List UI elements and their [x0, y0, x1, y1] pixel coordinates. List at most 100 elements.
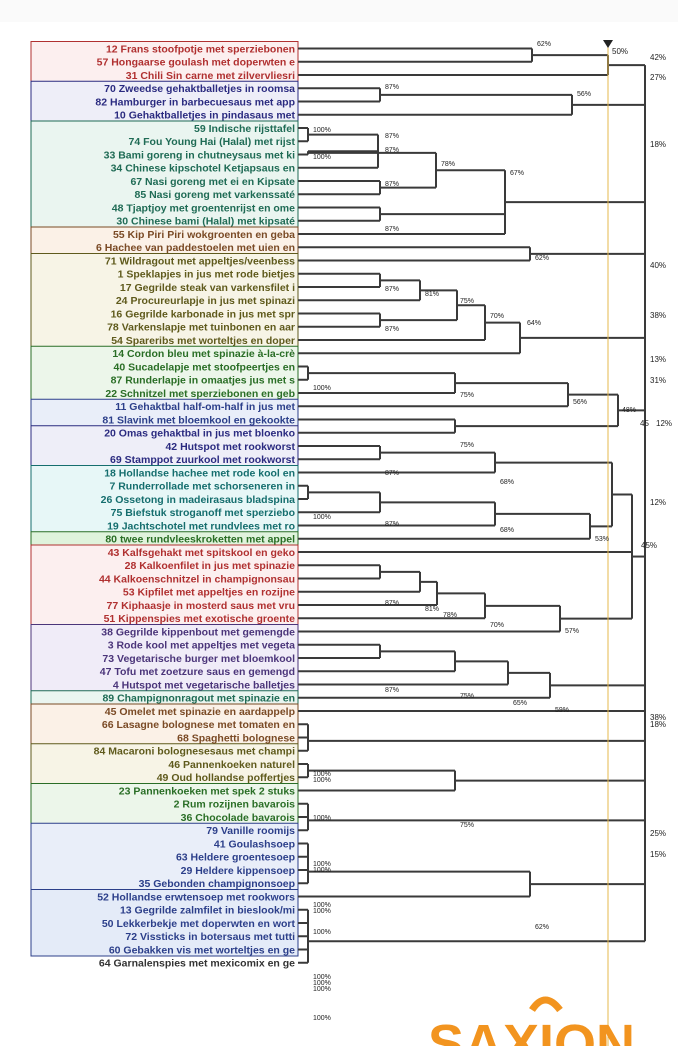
- leaf-label[interactable]: 71 Wildragout met appeltjes/veenbess: [105, 255, 295, 267]
- merge-percent-label: 75%: [460, 822, 474, 829]
- merge-percent-label: 87%: [385, 600, 399, 607]
- leaf-label[interactable]: 40 Sucadelapje met stoofpeertjes en: [114, 361, 295, 373]
- leaf-label[interactable]: 77 Kiphaasje in mosterd saus met vru: [107, 600, 296, 612]
- leaf-label[interactable]: 33 Bami goreng in chutneysaus met ki: [104, 149, 295, 161]
- merge-percent-label: 100%: [313, 861, 331, 868]
- cluster-box-g-navy2: [30, 425, 299, 467]
- leaf-label[interactable]: 11 Gehaktbal half-om-half in jus met: [115, 401, 295, 413]
- cluster-percent-label: 31%: [650, 376, 666, 385]
- cluster-box-g-olive1: [30, 253, 299, 347]
- leaf-label[interactable]: 35 Gebonden champignonsoep: [139, 878, 295, 890]
- cluster-percent-label: 45%: [641, 541, 657, 550]
- leaf-label[interactable]: 29 Heldere kippensoep: [181, 865, 295, 877]
- leaf-label[interactable]: 14 Cordon bleu met spinazie à-la-crè: [112, 348, 295, 360]
- leaf-label[interactable]: 80 twee rundvleeskroketten met appel: [105, 534, 295, 546]
- leaf-label[interactable]: 72 Vissticks in botersaus met tutti: [125, 931, 295, 943]
- leaf-label[interactable]: 52 Hollandse erwtensoep met rookwors: [97, 891, 295, 903]
- leaf-label[interactable]: 23 Pannenkoeken met spek 2 stuks: [119, 785, 295, 797]
- leaf-label[interactable]: 42 Hutspot met rookworst: [165, 441, 295, 453]
- cluster-percent-label: 18%: [650, 720, 666, 729]
- leaf-label[interactable]: 79 Vanille roomijs: [206, 825, 295, 837]
- leaf-label[interactable]: 46 Pannenkoeken naturel: [168, 759, 295, 771]
- merge-percent-label: 62%: [535, 924, 549, 931]
- leaf-label[interactable]: 1 Speklapjes in jus met rode bietjes: [118, 269, 296, 281]
- merge-percent-label: 75%: [460, 298, 474, 305]
- leaf-label[interactable]: 20 Omas gehaktbal in jus met bloenko: [104, 428, 295, 440]
- leaf-label[interactable]: 89 Champignonragout met spinazie en: [102, 693, 295, 705]
- merge-percent-label: 100%: [313, 385, 331, 392]
- leaf-label[interactable]: 17 Gegrilde steak van varkensfilet i: [120, 282, 295, 294]
- leaf-label[interactable]: 81 Slavink met bloemkool en gekookte: [102, 414, 295, 426]
- leaf-label[interactable]: 50 Lekkerbekje met doperwten en wort: [102, 918, 296, 930]
- leaf-label[interactable]: 70 Zweedse gehaktballetjes in roomsa: [104, 83, 295, 95]
- leaf-label[interactable]: 57 Hongaarse goulash met doperwten e: [97, 57, 296, 69]
- cutoff-marker-icon[interactable]: [603, 40, 613, 48]
- cluster-box-g-brown1: [30, 226, 299, 255]
- leaf-label[interactable]: 60 Gebakken vis met worteltjes en ge: [109, 944, 295, 956]
- leaf-label[interactable]: 85 Nasi goreng met varkenssaté: [135, 189, 296, 201]
- cluster-box-g-blue2: [30, 822, 299, 891]
- merge-percent-label: 100%: [313, 154, 331, 161]
- leaf-label[interactable]: 84 Macaroni bolognesesaus met champi: [94, 746, 295, 758]
- merge-percent-label: 87%: [385, 84, 399, 91]
- cluster-percent-label: 38%: [650, 713, 666, 722]
- leaf-label[interactable]: 2 Rum rozijnen bavarois: [174, 799, 296, 811]
- merge-percent-label: 70%: [490, 313, 504, 320]
- merge-percent-label: 100%: [313, 771, 331, 778]
- cluster-percent-label: 13%: [650, 355, 666, 364]
- leaf-label[interactable]: 75 Biefstuk stroganoff met sperziebo: [111, 507, 295, 519]
- leaf-label[interactable]: 6 Hachee van paddestoelen met uien en: [96, 242, 295, 254]
- leaf-label[interactable]: 28 Kalkoenfilet in jus met spinazie: [125, 560, 296, 572]
- leaf-label[interactable]: 69 Stamppot zuurkool met rookworst: [110, 454, 295, 466]
- cluster-percent-label: 25%: [650, 829, 666, 838]
- leaf-label[interactable]: 4 Hutspot met vegetarische balletjes: [113, 679, 295, 691]
- leaf-label[interactable]: 16 Gegrilde karbonade in jus met spr: [111, 308, 295, 320]
- leaf-label[interactable]: 48 Tjaptjoy met groentenrijst en ome: [112, 202, 295, 214]
- leaf-label[interactable]: 22 Schnitzel met sperziebonen en geb: [105, 388, 295, 400]
- leaf-label[interactable]: 78 Varkenslapje met tuinbonen en aar: [107, 322, 295, 334]
- merge-percent-label: 78%: [441, 161, 455, 168]
- leaf-label[interactable]: 73 Vegetarische burger met bloemkool: [102, 653, 295, 665]
- leaf-label[interactable]: 18 Hollandse hachee met rode kool en: [104, 467, 295, 479]
- leaf-label[interactable]: 13 Gegrilde zalmfilet in bieslook/mi: [120, 905, 295, 917]
- merge-percent-label: 70%: [490, 622, 504, 629]
- leaf-label[interactable]: 34 Chinese kipschotel Ketjapsaus en: [111, 163, 295, 175]
- leaf-label[interactable]: 10 Gehaktballetjes in pindasaus met: [114, 110, 295, 122]
- merge-percent-label: 87%: [385, 133, 399, 140]
- leaf-label[interactable]: 74 Fou Young Hai (Halal) met rijst: [129, 136, 296, 148]
- leaf-label[interactable]: 26 Ossetong in madeirasaus bladspina: [101, 494, 295, 506]
- leaf-label[interactable]: 7 Runderrollade met schorseneren in: [109, 481, 295, 493]
- leaf-label[interactable]: 12 Frans stoofpotje met sperziebonen: [106, 43, 295, 55]
- leaf-label[interactable]: 38 Gegrilde kippenbout met gemengde: [101, 626, 295, 638]
- leaf-label[interactable]: 36 Chocolade bavarois: [181, 812, 296, 824]
- leaf-label[interactable]: 64 Garnalenspies met mexicomix en ge: [99, 958, 295, 970]
- leaf-label[interactable]: 44 Kalkoenschnitzel in champignonsau: [99, 573, 295, 585]
- leaf-label[interactable]: 54 Spareribs met worteltjes en doper: [111, 335, 295, 347]
- leaf-label[interactable]: 55 Kip Piri Piri wokgroenten en geba: [113, 229, 295, 241]
- leaf-label[interactable]: 87 Runderlapje in omaatjes jus met s: [111, 375, 296, 387]
- leaf-label[interactable]: 41 Goulashsoep: [214, 838, 295, 850]
- cluster-box-g-green1: [30, 345, 299, 400]
- merge-percent-label: 87%: [385, 687, 399, 694]
- leaf-label[interactable]: 19 Jachtschotel met rundvlees met ro: [107, 520, 295, 532]
- leaf-label[interactable]: 3 Rode kool met appeltjes met vegeta: [108, 640, 295, 652]
- leaf-label[interactable]: 43 Kalfsgehakt met spitskool en geko: [108, 547, 295, 559]
- merge-percent-label: 100%: [313, 127, 331, 134]
- merge-percent-label: 87%: [385, 181, 399, 188]
- leaf-label[interactable]: 31 Chili Sin carne met zilvervliesri: [126, 70, 295, 82]
- leaf-label[interactable]: 51 Kippenspies met exotische groente: [104, 613, 296, 625]
- leaf-label[interactable]: 49 Oud hollandse poffertjes: [157, 772, 295, 784]
- leaf-label[interactable]: 59 Indische rijsttafel: [194, 123, 295, 135]
- leaf-label[interactable]: 82 Hamburger in barbecuesaus met app: [95, 96, 295, 108]
- leaf-label[interactable]: 24 Procureurlapje in jus met spinazi: [116, 295, 295, 307]
- merge-percent-label: 100%: [313, 908, 331, 915]
- leaf-label[interactable]: 67 Nasi goreng met ei en Kipsate: [130, 176, 295, 188]
- leaf-label[interactable]: 45 Omelet met spinazie en aardappelp: [105, 706, 295, 718]
- leaf-label[interactable]: 53 Kipfilet met appeltjes en rozijne: [123, 587, 295, 599]
- leaf-label[interactable]: 66 Lasagne bolognese met tomaten en: [102, 719, 295, 731]
- leaf-label[interactable]: 47 Tofu met zoetzure saus en gemengd: [100, 666, 295, 678]
- leaf-label[interactable]: 68 Spaghetti bolognese: [177, 732, 295, 744]
- leaf-label[interactable]: 63 Heldere groentesoep: [176, 852, 295, 864]
- leaf-label[interactable]: 30 Chinese bami (Halal) met kipsaté: [116, 216, 295, 228]
